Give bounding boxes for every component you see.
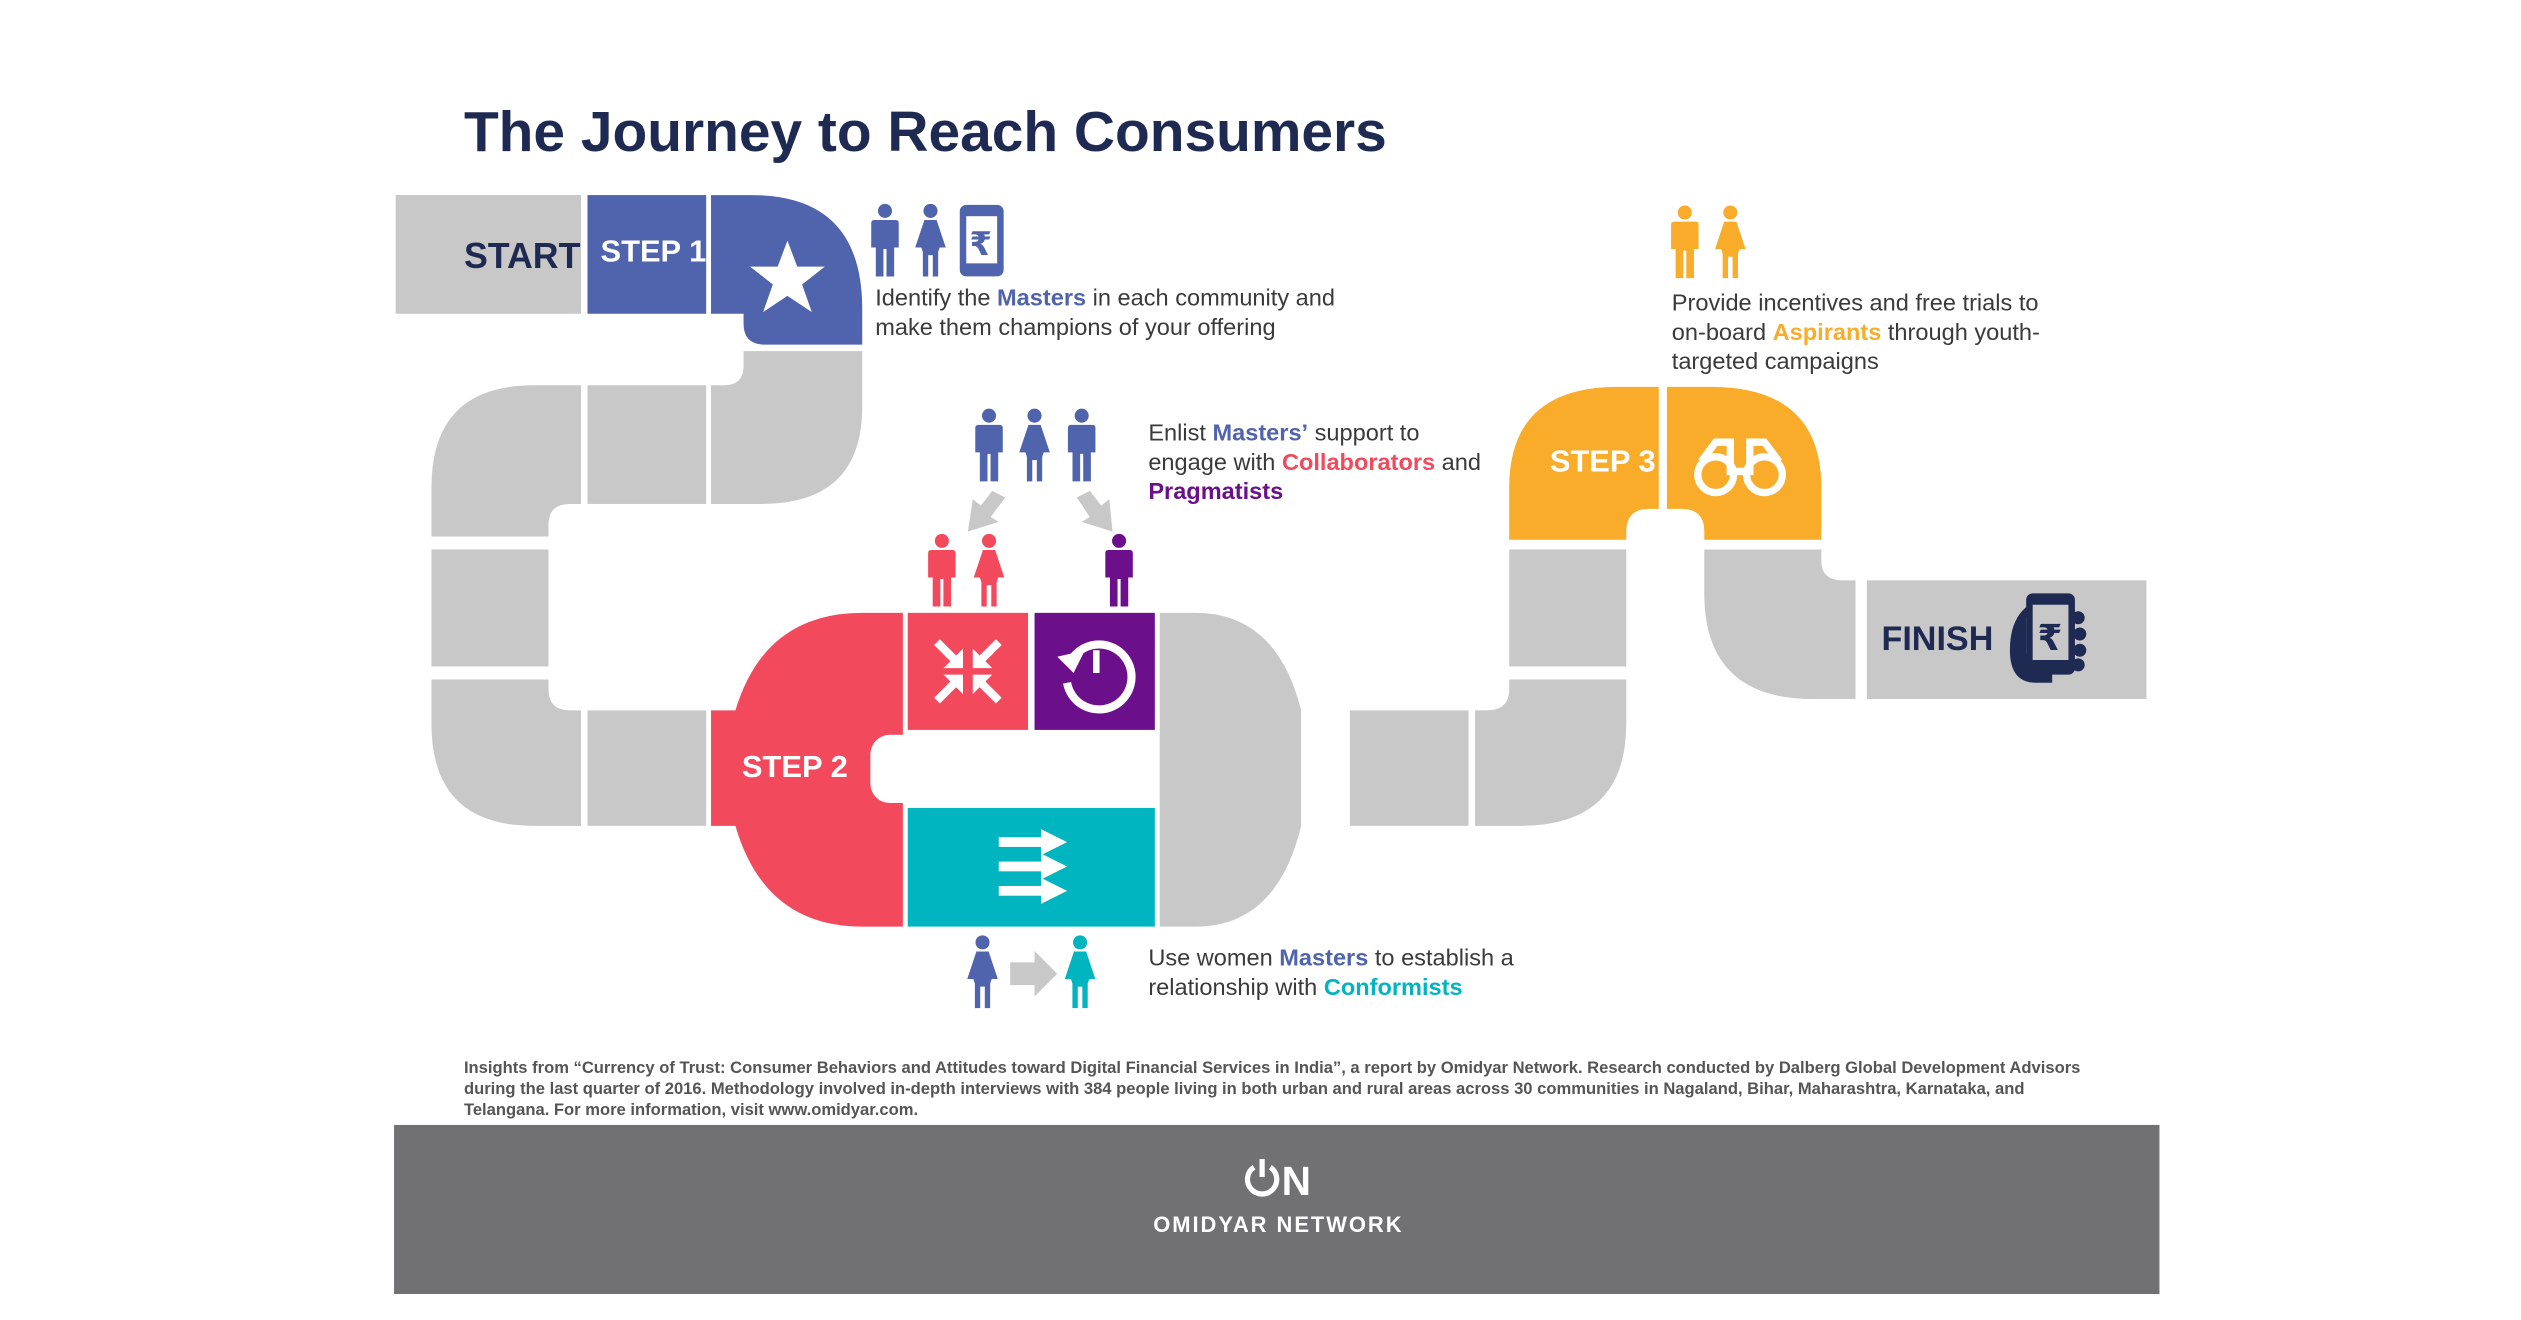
collapse-arrows-icon [934,639,1002,704]
finish-tile [1866,580,2147,700]
track-tile [587,385,707,504]
collaborator-man-icon [928,533,956,607]
history-clock-icon [1057,640,1136,714]
track-tile [1475,679,1627,826]
step2-text-line1: Enlist Masters’ support to [1148,420,1419,446]
track-tile [431,549,549,667]
star-icon [750,240,825,313]
man-icon [1067,408,1096,482]
arrow-down-left-icon [967,490,1006,532]
woman-icon [1019,408,1050,482]
step3-text-line1: Provide incentives and free trials to [1672,289,2039,315]
binoculars-icon [1694,438,1786,497]
start-tile [395,195,581,314]
step2-label: STEP 2 [742,749,848,784]
step1-tile [587,195,707,314]
woman-icon [967,935,998,1009]
phone-rupee-icon: ₹ [959,204,1004,277]
woman-icon [915,203,946,277]
man-icon [871,203,899,277]
step2-text-line2: engage with Collaborators and [1148,449,1481,475]
step1-text-line2: make them champions of your offering [875,314,1275,340]
collaborator-woman-icon [973,533,1005,607]
collaborators-tile [907,612,1029,730]
step3-tile [1509,386,1659,540]
track-tile [431,385,581,537]
logo-letter-n: N [1282,1158,1311,1204]
woman-icon [1715,205,1746,279]
arrow-right-icon [1010,950,1058,997]
start-label: START [464,236,581,276]
step3-text-line3: targeted campaigns [1672,348,1879,374]
aspirants-tile [1666,386,1822,540]
track-tile [711,351,863,504]
man-icon [975,408,1003,482]
woman-icon [1064,935,1096,1009]
hand-phone-rupee-icon: ₹ [2009,593,2087,683]
footer-brand: OMIDYAR NETWORK [1153,1212,1403,1237]
power-icon [1244,1159,1280,1197]
step2-tile [711,612,903,927]
man-icon [1671,205,1699,279]
track-tile [1509,549,1627,667]
masters-group-icons [975,408,1096,482]
page-title: The Journey to Reach Consumers [464,100,1387,164]
step2b-text-line2: relationship with Conformists [1148,974,1462,1000]
track [395,195,2147,927]
track-tile [1349,710,1469,826]
footnote-line1: Insights from “Currency of Trust: Consum… [464,1058,2080,1077]
svg-text:₹: ₹ [2038,618,2063,658]
step1-icons: ₹ [871,203,1004,277]
pragmatist-man-icon [1105,533,1133,607]
track-tile [1159,612,1302,927]
svg-text:₹: ₹ [970,226,993,262]
footer-band [394,1124,2160,1294]
omidyar-logo: N [1244,1158,1311,1204]
track-tile [431,679,581,826]
step2-text-line3: Pragmatists [1148,478,1283,504]
track-gap [870,734,1193,804]
step2b-text-line1: Use women Masters to establish a [1148,945,1514,971]
step1-text-line1: Identify the Masters in each community a… [875,285,1335,311]
step3-text-line2: on-board Aspirants through youth- [1672,319,2040,345]
forward-arrows-icon [998,829,1068,904]
track-tile [587,710,707,826]
finish-label: FINISH [1881,620,1993,658]
footnote-line3: Telangana. For more information, visit w… [464,1100,918,1119]
step3-label: STEP 3 [1550,443,1656,478]
footnote-line2: during the last quarter of 2016. Methodo… [464,1079,2025,1098]
arrow-down-right-icon [1076,490,1113,532]
track-tile [1704,549,1856,700]
step1-label: STEP 1 [600,234,706,269]
